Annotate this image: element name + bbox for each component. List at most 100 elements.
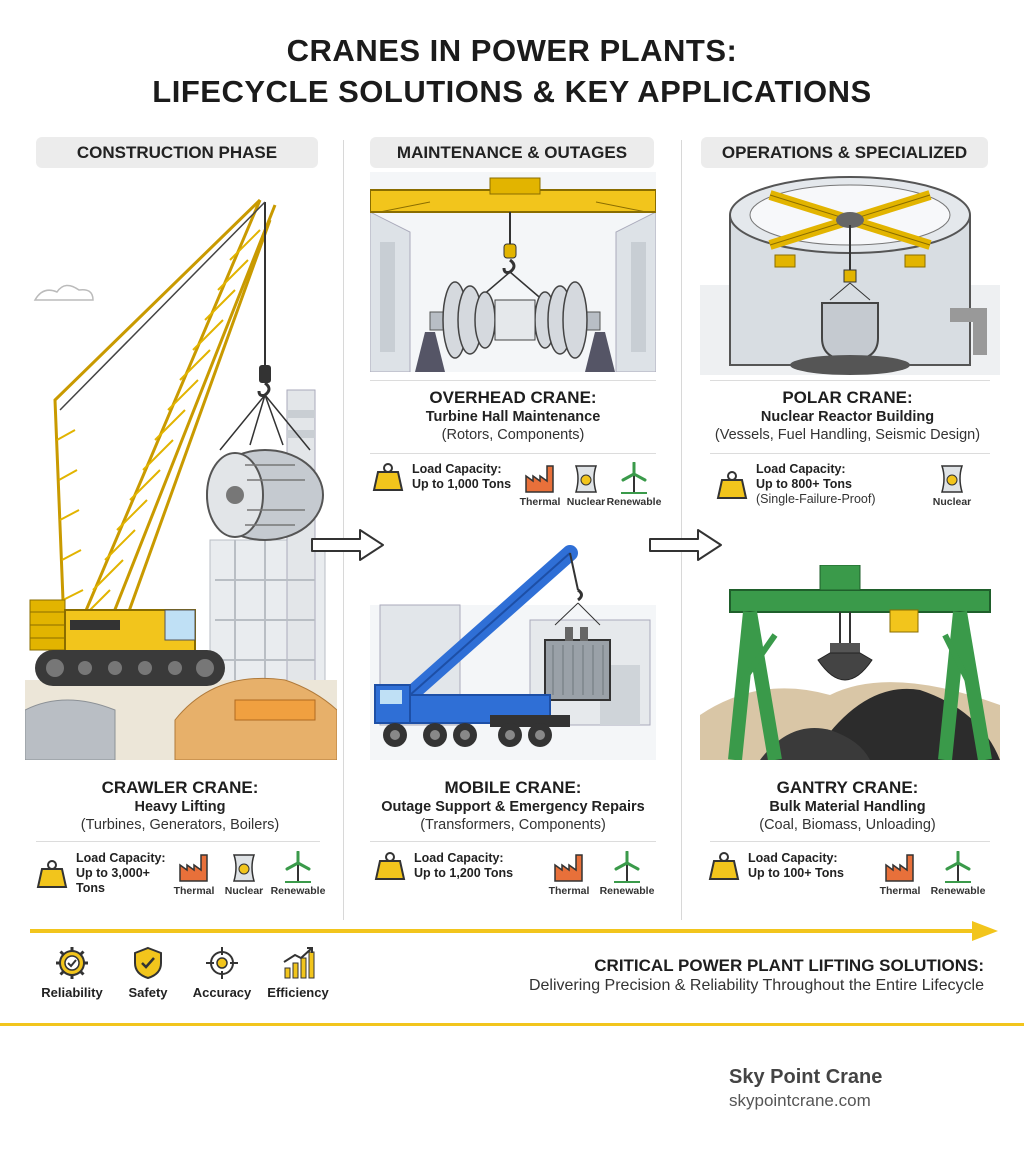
capacity-note: (Single-Failure-Proof) <box>756 492 876 506</box>
plant-type-label: Thermal <box>548 885 590 897</box>
thermal-plant-icon <box>554 854 583 882</box>
plant-type-label: Renewable <box>599 885 655 897</box>
capacity-label: Load Capacity: <box>412 462 502 476</box>
capacity-unit: Tons <box>76 881 105 895</box>
plant-type-nuclear: Nuclear <box>560 462 612 509</box>
flow-arrow-icon <box>311 529 384 561</box>
load-capacity-polar: Load Capacity: Up to 800+ Tons (Single-F… <box>716 462 875 507</box>
lifecycle-timeline-arrow <box>30 921 998 941</box>
separator <box>710 453 990 454</box>
wind-turbine-icon <box>621 462 647 494</box>
plant-type-renewable: Renewable <box>599 851 655 898</box>
gantry-crane-illustration <box>700 565 1000 760</box>
bar-chart-growth-icon <box>283 947 315 979</box>
card-detail: (Rotors, Components) <box>441 427 585 443</box>
capacity-value: Up to 100+ Tons <box>748 866 844 880</box>
plant-type-nuclear: Nuclear <box>218 851 270 898</box>
capacity-label: Load Capacity: <box>76 851 166 865</box>
card-detail: (Transformers, Components) <box>420 817 606 833</box>
nuclear-plant-icon <box>232 854 256 882</box>
value-label: Reliability <box>41 985 103 1000</box>
wind-turbine-icon <box>945 851 971 883</box>
capacity-label: Load Capacity: <box>414 851 504 865</box>
load-capacity-overhead: Load Capacity: Up to 1,000 Tons <box>372 462 511 492</box>
plant-type-label: Renewable <box>606 496 662 508</box>
plant-type-nuclear: Nuclear <box>926 462 978 509</box>
plant-type-label: Thermal <box>173 885 215 897</box>
overhead-crane-illustration <box>370 172 656 372</box>
capacity-value: Up to 800+ Tons <box>756 477 852 491</box>
separator <box>370 841 656 842</box>
separator <box>370 453 656 454</box>
capacity-label: Load Capacity: <box>748 851 838 865</box>
plant-type-label: Nuclear <box>224 885 264 897</box>
value-reliability: Reliability <box>32 946 112 1000</box>
bottom-accent-line <box>0 1023 1024 1026</box>
title-line-2: LIFECYCLE SOLUTIONS & KEY APPLICATIONS <box>152 74 872 109</box>
plant-type-thermal: Thermal <box>874 851 926 898</box>
brand-name: Sky Point Crane <box>729 1066 883 1088</box>
value-accuracy: Accuracy <box>182 946 262 1000</box>
tagline-title: CRITICAL POWER PLANT LIFTING SOLUTIONS: <box>594 956 984 975</box>
separator <box>36 841 320 842</box>
column-divider <box>681 140 682 920</box>
card-subtitle: Bulk Material Handling <box>769 799 926 815</box>
capacity-value: Up to 1,000 Tons <box>412 477 512 491</box>
phase-label-operations: OPERATIONS & SPECIALIZED <box>701 137 988 168</box>
gantry-crane-card: GANTRY CRANE: Bulk Material Handling (Co… <box>695 778 1000 835</box>
shield-check-icon <box>134 946 162 980</box>
plant-type-label: Renewable <box>930 885 986 897</box>
weight-icon <box>372 463 404 491</box>
nuclear-plant-icon <box>940 465 964 493</box>
card-subtitle: Heavy Lifting <box>134 799 226 815</box>
card-title: POLAR CRANE: <box>782 388 913 407</box>
load-capacity-crawler: Load Capacity: Up to 3,000+ Tons <box>36 851 166 896</box>
weight-icon <box>708 852 740 880</box>
column-divider <box>343 140 344 920</box>
polar-crane-card: POLAR CRANE: Nuclear Reactor Building (V… <box>695 388 1000 445</box>
card-detail: (Coal, Biomass, Unloading) <box>759 817 936 833</box>
card-subtitle: Turbine Hall Maintenance <box>425 409 601 425</box>
card-subtitle: Nuclear Reactor Building <box>760 409 935 425</box>
card-title: OVERHEAD CRANE: <box>429 388 597 407</box>
phase-label-maintenance: MAINTENANCE & OUTAGES <box>370 137 654 168</box>
mobile-crane-card: MOBILE CRANE: Outage Support & Emergency… <box>360 778 666 835</box>
card-title: MOBILE CRANE: <box>444 778 582 797</box>
plant-type-renewable: Renewable <box>930 851 986 898</box>
plant-type-label: Thermal <box>519 496 561 508</box>
flow-arrow-icon <box>649 529 722 561</box>
card-detail: (Vessels, Fuel Handling, Seismic Design) <box>714 427 981 443</box>
separator <box>370 380 656 381</box>
weight-icon <box>374 852 406 880</box>
plant-type-thermal: Thermal <box>168 851 220 898</box>
wind-turbine-icon <box>285 851 311 883</box>
plant-type-label: Nuclear <box>932 496 972 508</box>
capacity-value: Up to 3,000+ <box>76 866 150 880</box>
plant-type-thermal: Thermal <box>543 851 595 898</box>
plant-type-renewable: Renewable <box>270 851 326 898</box>
thermal-plant-icon <box>525 465 554 493</box>
value-label: Safety <box>128 985 168 1000</box>
load-capacity-mobile: Load Capacity: Up to 1,200 Tons <box>374 851 513 881</box>
value-efficiency: Efficiency <box>258 946 338 1000</box>
page-title: CRANES IN POWER PLANTS: LIFECYCLE SOLUTI… <box>0 30 1024 112</box>
weight-icon <box>36 859 68 888</box>
value-label: Accuracy <box>192 985 252 1000</box>
thermal-plant-icon <box>885 854 914 882</box>
card-subtitle: Outage Support & Emergency Repairs <box>381 799 645 815</box>
plant-type-renewable: Renewable <box>606 462 662 509</box>
load-capacity-gantry: Load Capacity: Up to 100+ Tons <box>708 851 844 881</box>
capacity-value: Up to 1,200 Tons <box>414 866 514 880</box>
overhead-crane-card: OVERHEAD CRANE: Turbine Hall Maintenance… <box>370 388 656 445</box>
card-detail: (Turbines, Generators, Boilers) <box>80 817 280 833</box>
mobile-crane-illustration <box>370 545 656 760</box>
brand-url-link[interactable]: skypointcrane.com <box>729 1091 871 1110</box>
plant-type-label: Thermal <box>879 885 921 897</box>
value-label: Efficiency <box>267 985 329 1000</box>
separator <box>710 841 990 842</box>
crosshair-target-icon <box>206 947 238 979</box>
phase-label-construction: CONSTRUCTION PHASE <box>36 137 318 168</box>
polar-crane-illustration <box>700 176 1000 375</box>
plant-type-label: Renewable <box>270 885 326 897</box>
capacity-label: Load Capacity: <box>756 462 846 476</box>
